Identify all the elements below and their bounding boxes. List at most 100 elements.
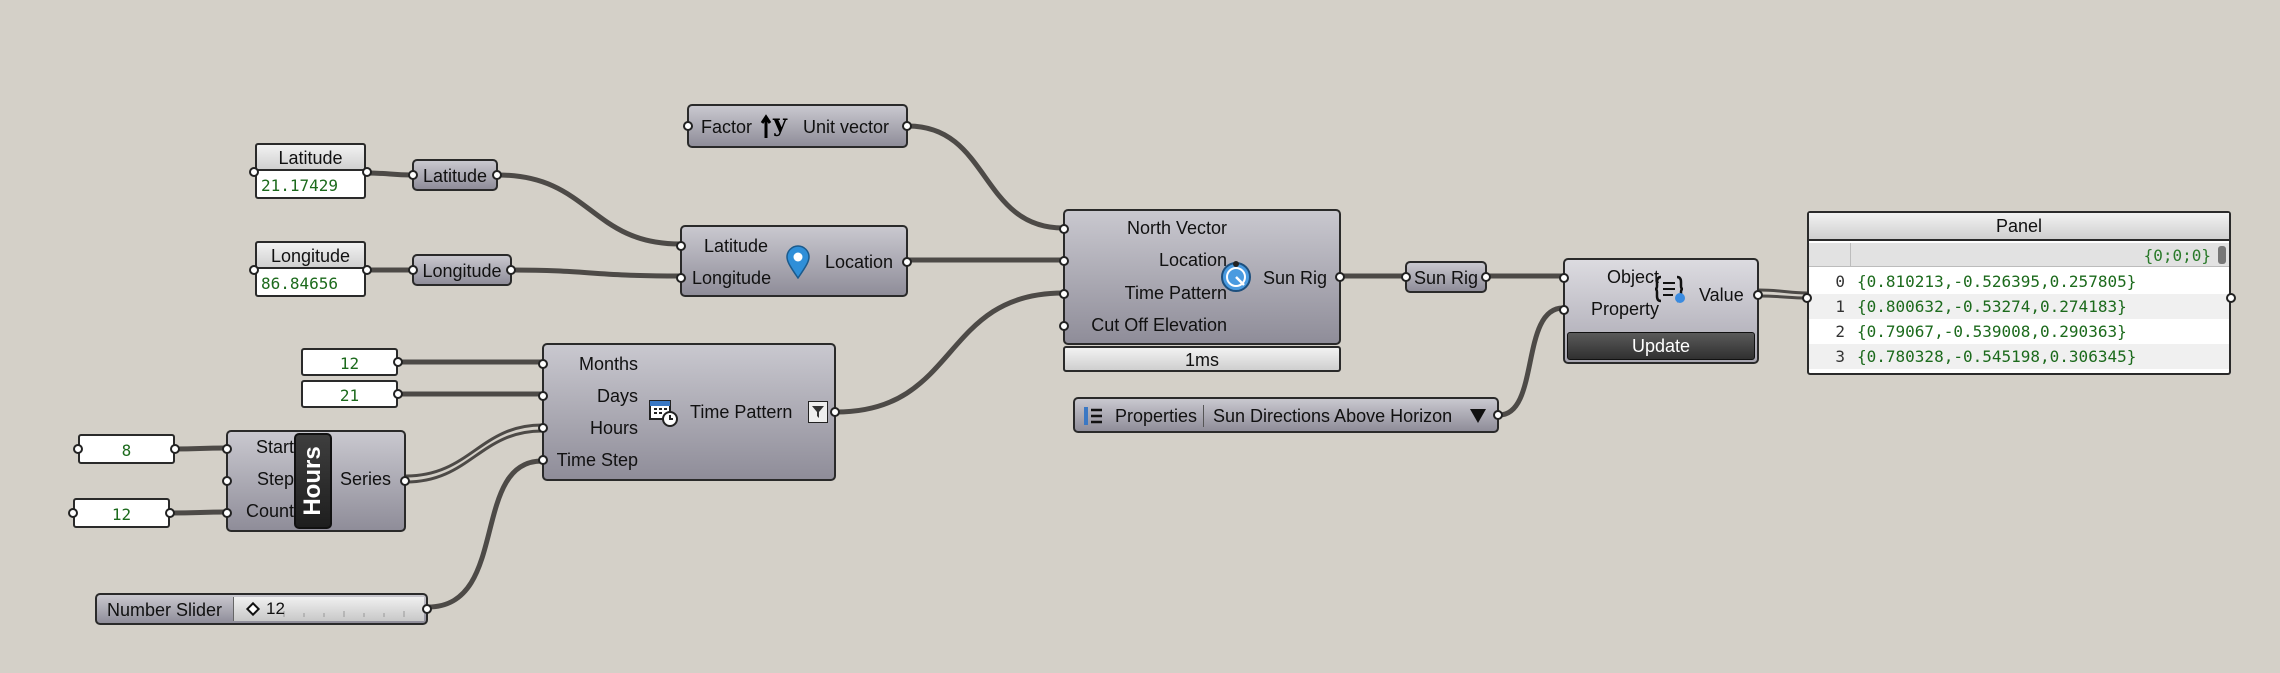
result-panel-out-grip[interactable] <box>2226 293 2236 303</box>
location-component[interactable]: Latitude Longitude Location <box>676 225 912 297</box>
filter-icon[interactable] <box>808 401 828 423</box>
longitude-panel[interactable]: Longitude 86.84656 <box>249 241 372 297</box>
dropdown-arrow-icon[interactable] <box>1469 408 1487 424</box>
slider-ticks <box>283 611 405 617</box>
slider-out-grip[interactable] <box>422 604 432 614</box>
row-index: 0 <box>1835 272 1845 291</box>
result-panel[interactable]: Panel {0;0;0} 0 {0.810213,-0.526395,0.25… <box>1802 211 2236 375</box>
series-output: Series <box>340 469 392 489</box>
months-input[interactable]: 12 <box>301 348 403 376</box>
location-lat-grip[interactable] <box>676 241 686 251</box>
time-pattern-input-time-step: Time Step <box>556 450 638 470</box>
series-start-input[interactable]: 8 <box>73 434 180 464</box>
unit-vector-output-grip[interactable] <box>902 121 912 131</box>
time-pattern-months-grip[interactable] <box>538 359 548 369</box>
row-value: {0.79067,-0.539008,0.290363} <box>1857 322 2127 341</box>
series-step-grip[interactable] <box>222 476 232 486</box>
longitude-param-in-grip[interactable] <box>408 265 418 275</box>
unit-vector-input-grip[interactable] <box>683 121 693 131</box>
sun-rig-param[interactable]: Sun Rig <box>1401 261 1491 293</box>
days-input[interactable]: 21 <box>301 380 403 408</box>
sun-rig-cutoff-grip[interactable] <box>1059 321 1069 331</box>
latitude-param-label: Latitude <box>422 166 488 186</box>
longitude-panel-body: 86.84656 <box>255 267 366 297</box>
sun-rig-output: Sun Rig <box>1263 268 1328 288</box>
properties-value-list[interactable]: Properties Sun Directions Above Horizon <box>1073 397 1503 433</box>
series-count-in-grip[interactable] <box>68 508 78 518</box>
series-start-out-grip[interactable] <box>170 444 180 454</box>
get-value-component[interactable]: Object Property Value Update <box>1559 258 1763 364</box>
series-out-grip[interactable] <box>400 476 410 486</box>
wire-longitude-to-location <box>509 267 683 279</box>
latitude-panel-output-grip[interactable] <box>362 167 372 177</box>
location-out-grip[interactable] <box>902 257 912 267</box>
get-value-property-grip[interactable] <box>1559 305 1569 315</box>
get-value-out-grip[interactable] <box>1753 290 1763 300</box>
latitude-panel-input-grip[interactable] <box>249 167 259 177</box>
sun-rig-param-out-grip[interactable] <box>1481 272 1491 282</box>
days-out-grip[interactable] <box>393 389 403 399</box>
longitude-param-out-grip[interactable] <box>506 265 516 275</box>
sun-rig-param-label: Sun Rig <box>1413 268 1479 288</box>
series-start-value: 8 <box>121 441 132 460</box>
longitude-panel-header: Longitude <box>255 241 366 270</box>
result-panel-path-bar: {0;0;0} <box>1809 243 2229 267</box>
scrollbar-thumb[interactable] <box>2218 246 2226 264</box>
longitude-param[interactable]: Longitude <box>408 254 516 286</box>
time-pattern-step-grip[interactable] <box>538 455 548 465</box>
series-count-input[interactable]: 12 <box>68 498 175 528</box>
number-slider[interactable]: Number Slider 12 <box>95 593 432 625</box>
properties-label: Properties <box>1115 406 1198 426</box>
time-pattern-component[interactable]: Months Days Hours Time Step Time Pattern <box>538 343 840 481</box>
slider-value: 12 <box>266 599 285 618</box>
latitude-panel-body: 21.17429 <box>255 169 366 199</box>
get-value-input-property: Property <box>1590 299 1659 319</box>
hours-series-component[interactable]: Start Step Count Hours Series <box>222 430 410 532</box>
sun-rig-input-cut-off-elevation: Cut Off Elevation <box>1091 315 1227 335</box>
wire-timepattern-to-sunrig <box>833 290 1066 415</box>
row-index: 1 <box>1835 297 1845 316</box>
longitude-panel-output-grip[interactable] <box>362 265 372 275</box>
series-count-out-grip[interactable] <box>165 508 175 518</box>
result-panel-index-column-header <box>1809 243 1851 267</box>
time-pattern-hours-grip[interactable] <box>538 423 548 433</box>
unit-y-icon-letter: y <box>773 108 787 137</box>
days-value: 21 <box>339 386 360 405</box>
get-value-object-grip[interactable] <box>1559 273 1569 283</box>
months-out-grip[interactable] <box>393 357 403 367</box>
time-pattern-input-hours: Hours <box>589 418 638 438</box>
time-pattern-days-grip[interactable] <box>538 391 548 401</box>
number-slider-label: Number Slider <box>107 600 223 620</box>
latitude-panel-header: Latitude <box>255 143 366 172</box>
number-slider-track[interactable]: 12 <box>233 597 424 621</box>
sun-rig-component[interactable]: North Vector Location Time Pattern Cut O… <box>1059 209 1345 345</box>
unit-vector-component[interactable]: Factor y Unit vector <box>683 104 912 148</box>
series-start-in-grip[interactable] <box>73 444 83 454</box>
latitude-param-in-grip[interactable] <box>408 170 418 180</box>
longitude-panel-input-grip[interactable] <box>249 265 259 275</box>
latitude-param-out-grip[interactable] <box>492 170 502 180</box>
sun-rig-out-grip[interactable] <box>1335 272 1345 282</box>
sun-rig-location-grip[interactable] <box>1059 256 1069 266</box>
sun-rig-north-grip[interactable] <box>1059 224 1069 234</box>
location-lon-grip[interactable] <box>676 273 686 283</box>
time-pattern-out-grip[interactable] <box>830 407 840 417</box>
sun-rig-time-grip[interactable] <box>1059 289 1069 299</box>
wire-unitvector-to-northvector <box>905 123 1066 231</box>
series-count-grip[interactable] <box>222 508 232 518</box>
wire-count <box>167 509 229 516</box>
time-pattern-input-days: Days <box>596 386 638 406</box>
properties-out-grip[interactable] <box>1493 410 1503 420</box>
sun-rig-param-in-grip[interactable] <box>1401 272 1411 282</box>
latitude-panel[interactable]: Latitude 21.17429 <box>249 143 372 199</box>
wire-latitude-panel-to-param <box>363 170 415 178</box>
properties-selected-value[interactable]: Sun Directions Above Horizon <box>1213 406 1453 426</box>
list-icon <box>1083 406 1103 426</box>
update-button[interactable]: Update <box>1567 332 1755 360</box>
table-row: 2 {0.79067,-0.539008,0.290363} <box>1809 319 2229 344</box>
series-start-grip[interactable] <box>222 444 232 454</box>
result-panel-in-grip[interactable] <box>1802 293 1812 303</box>
sun-rig-input-north-vector: North Vector <box>1126 218 1227 238</box>
latitude-param[interactable]: Latitude <box>408 159 502 191</box>
